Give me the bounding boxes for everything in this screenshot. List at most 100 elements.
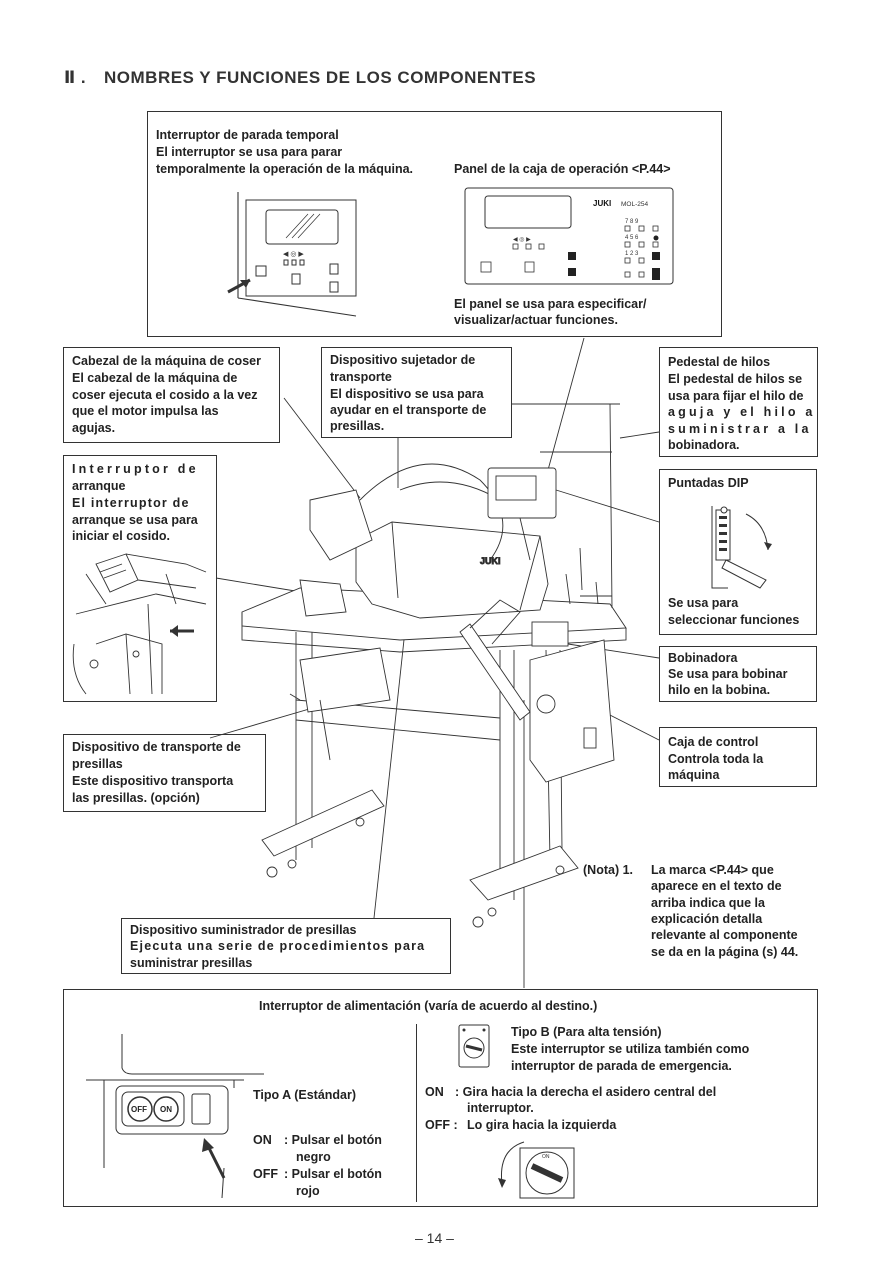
type-b-on-1: : Gira hacia la derecha el asidero centr… (455, 1085, 717, 1099)
operation-panel-illustration: JUKI MOL-254 ◀ ◎ ▶ 7 8 9 4 5 6 1 2 3 (464, 187, 674, 285)
dip-switch-illustration (711, 506, 772, 589)
clamp-device-callout: Dispositivo sujetador de transporte El d… (321, 347, 512, 438)
type-a-off-1: : Pulsar el botón (284, 1167, 382, 1181)
type-b-off-1: Lo gira hacia la izquierda (467, 1118, 617, 1132)
transport-l1: Este dispositivo transporta (72, 774, 234, 788)
note-l4: explicación detalla (651, 912, 763, 926)
winder-callout: Bobinadora Se usa para bobinar hilo en l… (659, 646, 817, 702)
svg-text:ON: ON (542, 1154, 550, 1160)
start-switch-callout: Interruptor de arranque El interruptor d… (63, 455, 217, 702)
clamp-t1: Dispositivo sujetador de (330, 353, 476, 367)
transport-l2: las presillas. (opción) (72, 791, 200, 805)
svg-text:MOL-254: MOL-254 (621, 201, 648, 208)
clamp-t2: transporte (330, 370, 392, 384)
page-title: NOMBRES Y FUNCIONES DE LOS COMPONENTES (104, 68, 537, 87)
type-b-off-label: OFF : (425, 1118, 458, 1132)
winder-l1: Se usa para bobinar (668, 667, 788, 681)
note-l1: La marca <P.44> que (651, 863, 774, 877)
power-divider (416, 1024, 417, 1202)
type-b-switch-icon (458, 1024, 490, 1068)
supplier-title: Dispositivo suministrador de presillas (130, 923, 357, 937)
machine-illustration: JUKI (209, 337, 660, 988)
thread-stand-callout: Pedestal de hilos El pedestal de hilos s… (659, 347, 818, 457)
temp-stop-line2: temporalmente la operación de la máquina… (156, 162, 414, 176)
page-number: – 14 – (415, 1230, 454, 1246)
sewing-head-l1: El cabezal de la máquina de (72, 371, 238, 385)
supplier-callout: Dispositivo suministrador de presillas E… (121, 918, 451, 974)
type-b-dial-illustration: ON (498, 1141, 575, 1199)
temp-stop-title: Interruptor de parada temporal (156, 128, 339, 142)
op-panel-desc1: El panel se usa para especificar/ (454, 297, 647, 311)
start-switch-l2: arranque se usa para (72, 513, 198, 527)
thread-stand-l3: aguja y el hilo a (668, 405, 816, 419)
control-box-title: Caja de control (668, 735, 759, 749)
start-switch-illustration (72, 553, 207, 695)
op-panel-title: Panel de la caja de operación <P.44> (454, 162, 671, 176)
thread-stand-l5: bobinadora. (668, 438, 740, 452)
svg-text:OFF: OFF (131, 1105, 147, 1114)
supplier-l1: Ejecuta una serie de procedimientos para (130, 939, 426, 953)
type-a-on-1: : Pulsar el botón (284, 1133, 382, 1147)
dip-l1: Se usa para (668, 596, 739, 610)
thread-stand-l2: usa para fijar el hilo de (668, 389, 804, 403)
section-number: Ⅱ . (64, 68, 87, 87)
winder-title: Bobinadora (668, 651, 738, 665)
dip-l2: seleccionar funciones (668, 613, 800, 627)
note-label: (Nota) 1. (583, 863, 633, 877)
type-b-label: Tipo B (Para alta tensión) (511, 1025, 662, 1039)
type-b-l2: interruptor de parada de emergencia. (511, 1059, 732, 1073)
start-switch-l1: El interruptor de (72, 496, 190, 510)
thread-stand-l4: suministrar a la (668, 422, 812, 436)
transport-t1: Dispositivo de transporte de (72, 740, 241, 754)
sewing-head-l3: que el motor impulsa las (72, 404, 219, 418)
note-l6: se da en la página (s) 44. (651, 945, 799, 959)
type-a-on-label: ON (253, 1133, 272, 1147)
dip-title: Puntadas DIP (668, 476, 749, 490)
type-b-on-label: ON (425, 1085, 444, 1099)
svg-text:JUKI: JUKI (480, 556, 501, 566)
type-a-off-label: OFF (253, 1167, 278, 1181)
op-panel-desc2: visualizar/actuar funciones. (454, 313, 618, 327)
sewing-head-callout: Cabezal de la máquina de coser El cabeza… (63, 347, 280, 443)
supplier-l2: suministrar presillas (130, 956, 253, 970)
power-switch-box: Interruptor de alimentación (varía de ac… (63, 989, 818, 1207)
temp-stop-line1: El interruptor se usa para parar (156, 145, 343, 159)
clamp-l3: presillas. (330, 419, 385, 433)
sewing-head-title: Cabezal de la máquina de coser (72, 354, 261, 368)
start-switch-t2: arranque (72, 479, 126, 493)
sewing-head-l2: coser ejecuta el cosido a la vez (72, 388, 258, 402)
svg-text:ON: ON (160, 1105, 172, 1114)
clamp-l2: ayudar en el transporte de (330, 403, 487, 417)
svg-text:4 5 6: 4 5 6 (625, 235, 639, 241)
thread-stand-l1: El pedestal de hilos se (668, 372, 803, 386)
start-switch-t1: Interruptor de (72, 462, 199, 476)
dip-callout: Puntadas DIP Se usa para seleccionar fun… (659, 469, 817, 635)
svg-text:◀ ◎ ▶: ◀ ◎ ▶ (283, 251, 304, 258)
type-a-illustration: OFF ON (86, 1034, 264, 1198)
top-callout-box: Interruptor de parada temporal El interr… (147, 111, 722, 337)
note-l5: relevante al componente (651, 928, 798, 942)
note-l2: aparece en el texto de (651, 879, 782, 893)
start-switch-l3: iniciar el cosido. (72, 529, 170, 543)
transport-callout: Dispositivo de transporte de presillas E… (63, 734, 266, 812)
winder-l2: hilo en la bobina. (668, 683, 771, 697)
svg-text:◀ ◎ ▶: ◀ ◎ ▶ (513, 237, 531, 243)
sewing-head-l4: agujas. (72, 421, 116, 435)
svg-text:1 2 3: 1 2 3 (625, 251, 639, 257)
type-a-off-2: rojo (296, 1184, 320, 1198)
note-l3: arriba indica que la (651, 896, 765, 910)
svg-text:JUKI: JUKI (593, 199, 611, 208)
control-box-l2: máquina (668, 768, 720, 782)
control-box-l1: Controla toda la (668, 752, 764, 766)
type-b-l1: Este interruptor se utiliza también como (511, 1042, 750, 1056)
type-a-label: Tipo A (Estándar) (253, 1088, 357, 1102)
temp-stop-illustration: ◀ ◎ ▶ (227, 192, 357, 317)
svg-text:7 8 9: 7 8 9 (625, 219, 639, 225)
type-a-on-2: negro (296, 1150, 331, 1164)
thread-stand-title: Pedestal de hilos (668, 355, 771, 369)
control-box-callout: Caja de control Controla toda la máquina (659, 727, 817, 787)
type-b-on-2: interruptor. (467, 1101, 534, 1115)
clamp-l1: El dispositivo se usa para (330, 387, 484, 401)
power-title: Interruptor de alimentación (varía de ac… (259, 999, 598, 1013)
transport-t2: presillas (72, 757, 123, 771)
